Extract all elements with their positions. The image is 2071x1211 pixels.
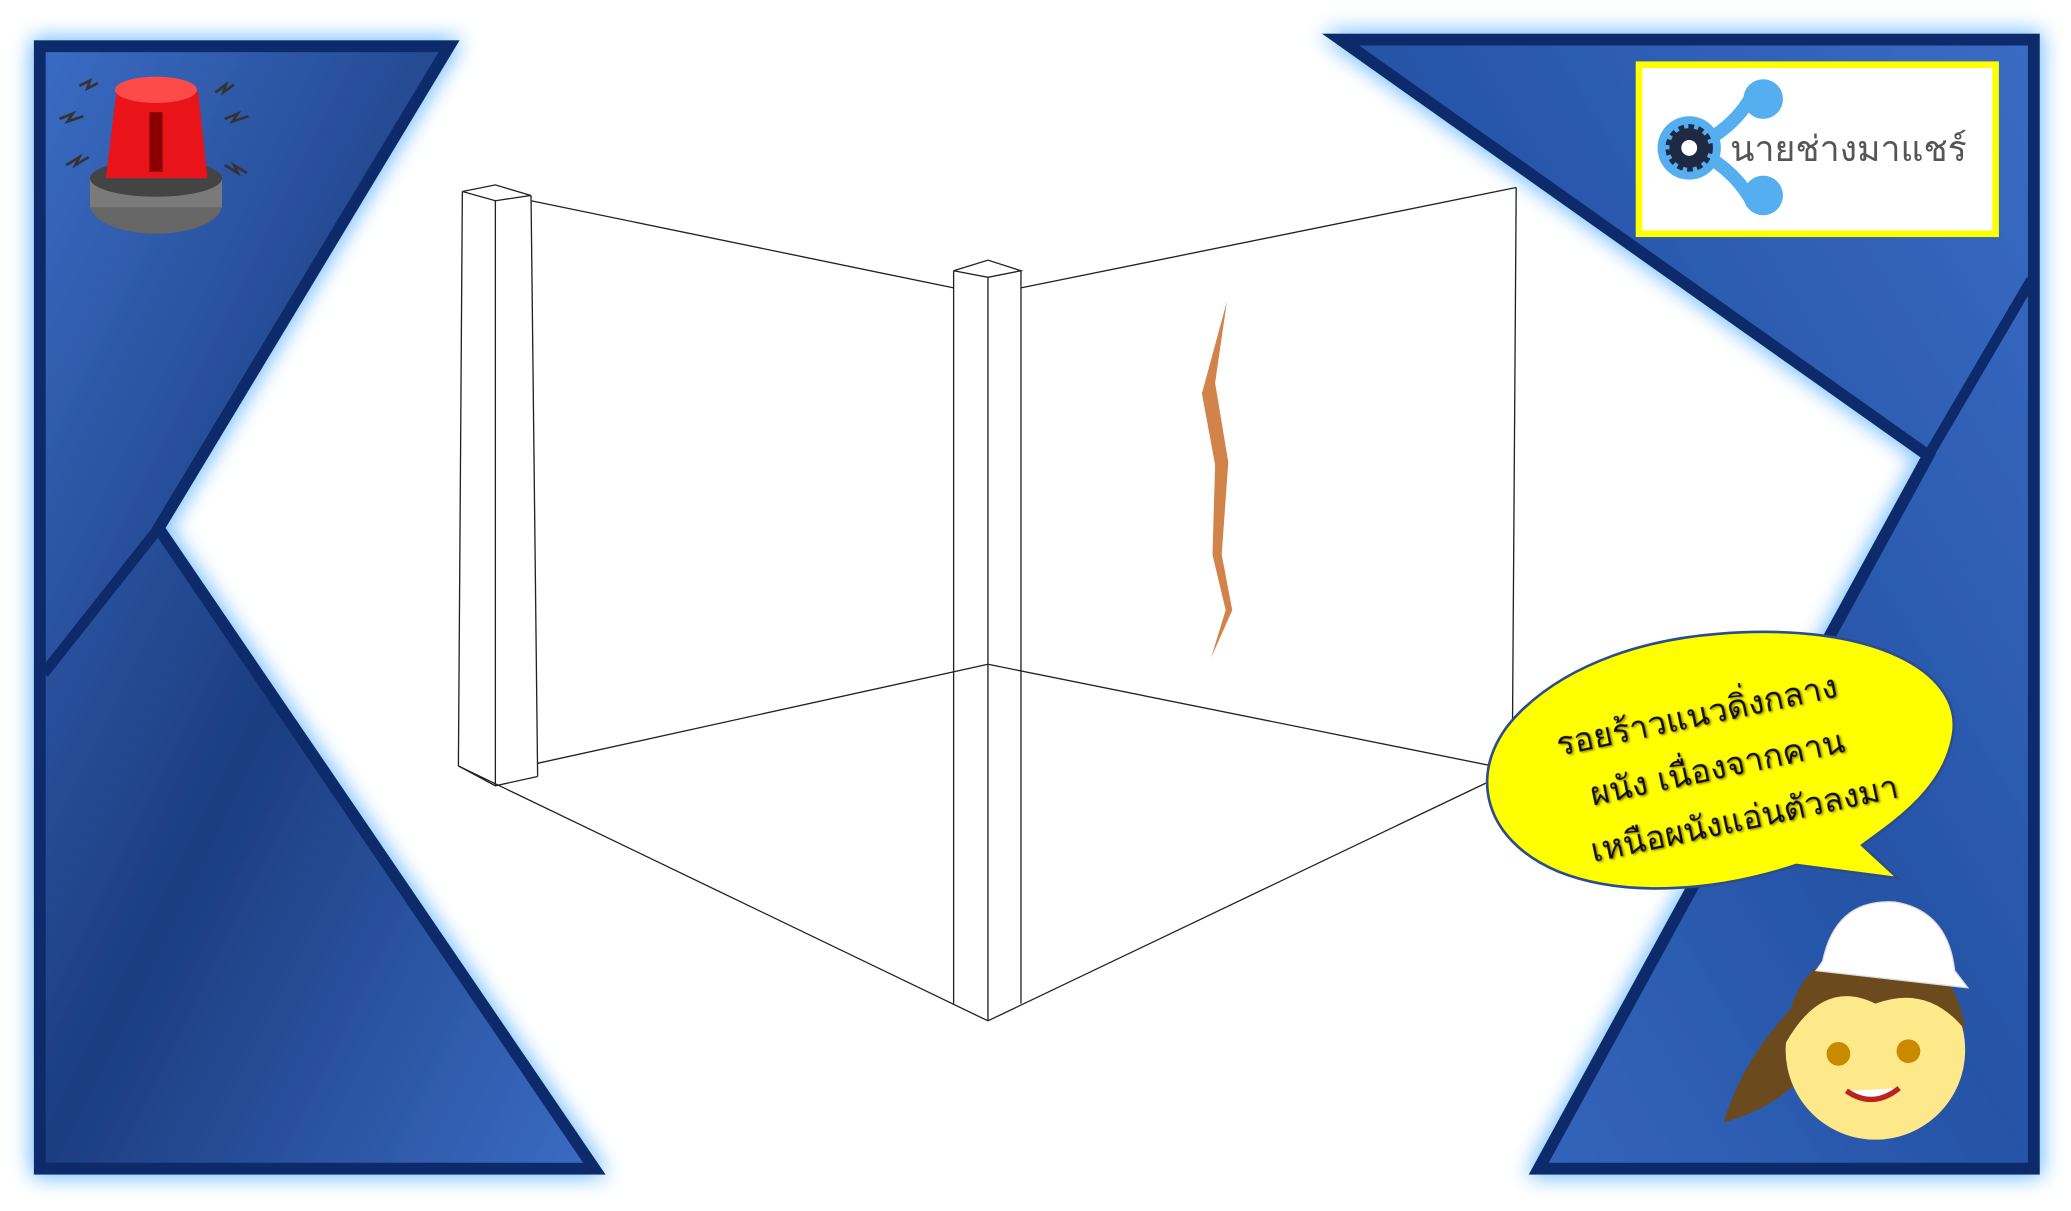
brand-logo: นายช่างมาแชร์ xyxy=(1635,61,1999,238)
right-decor-panel xyxy=(1321,33,2040,1175)
share-gear-icon xyxy=(1657,79,1783,216)
wall-crack xyxy=(1201,301,1233,658)
alarm-siren-icon xyxy=(59,76,249,234)
speech-bubble: รอยร้าวแนวดิ่งกลาง ผนัง เนื่องจากคาน เหน… xyxy=(1485,630,1955,890)
left-decor-panel xyxy=(33,40,606,1175)
room-wireframe xyxy=(457,184,1517,1022)
logo-text: นายช่างมาแชร์ xyxy=(1730,129,1967,170)
engineer-girl-avatar xyxy=(1723,901,1970,1140)
